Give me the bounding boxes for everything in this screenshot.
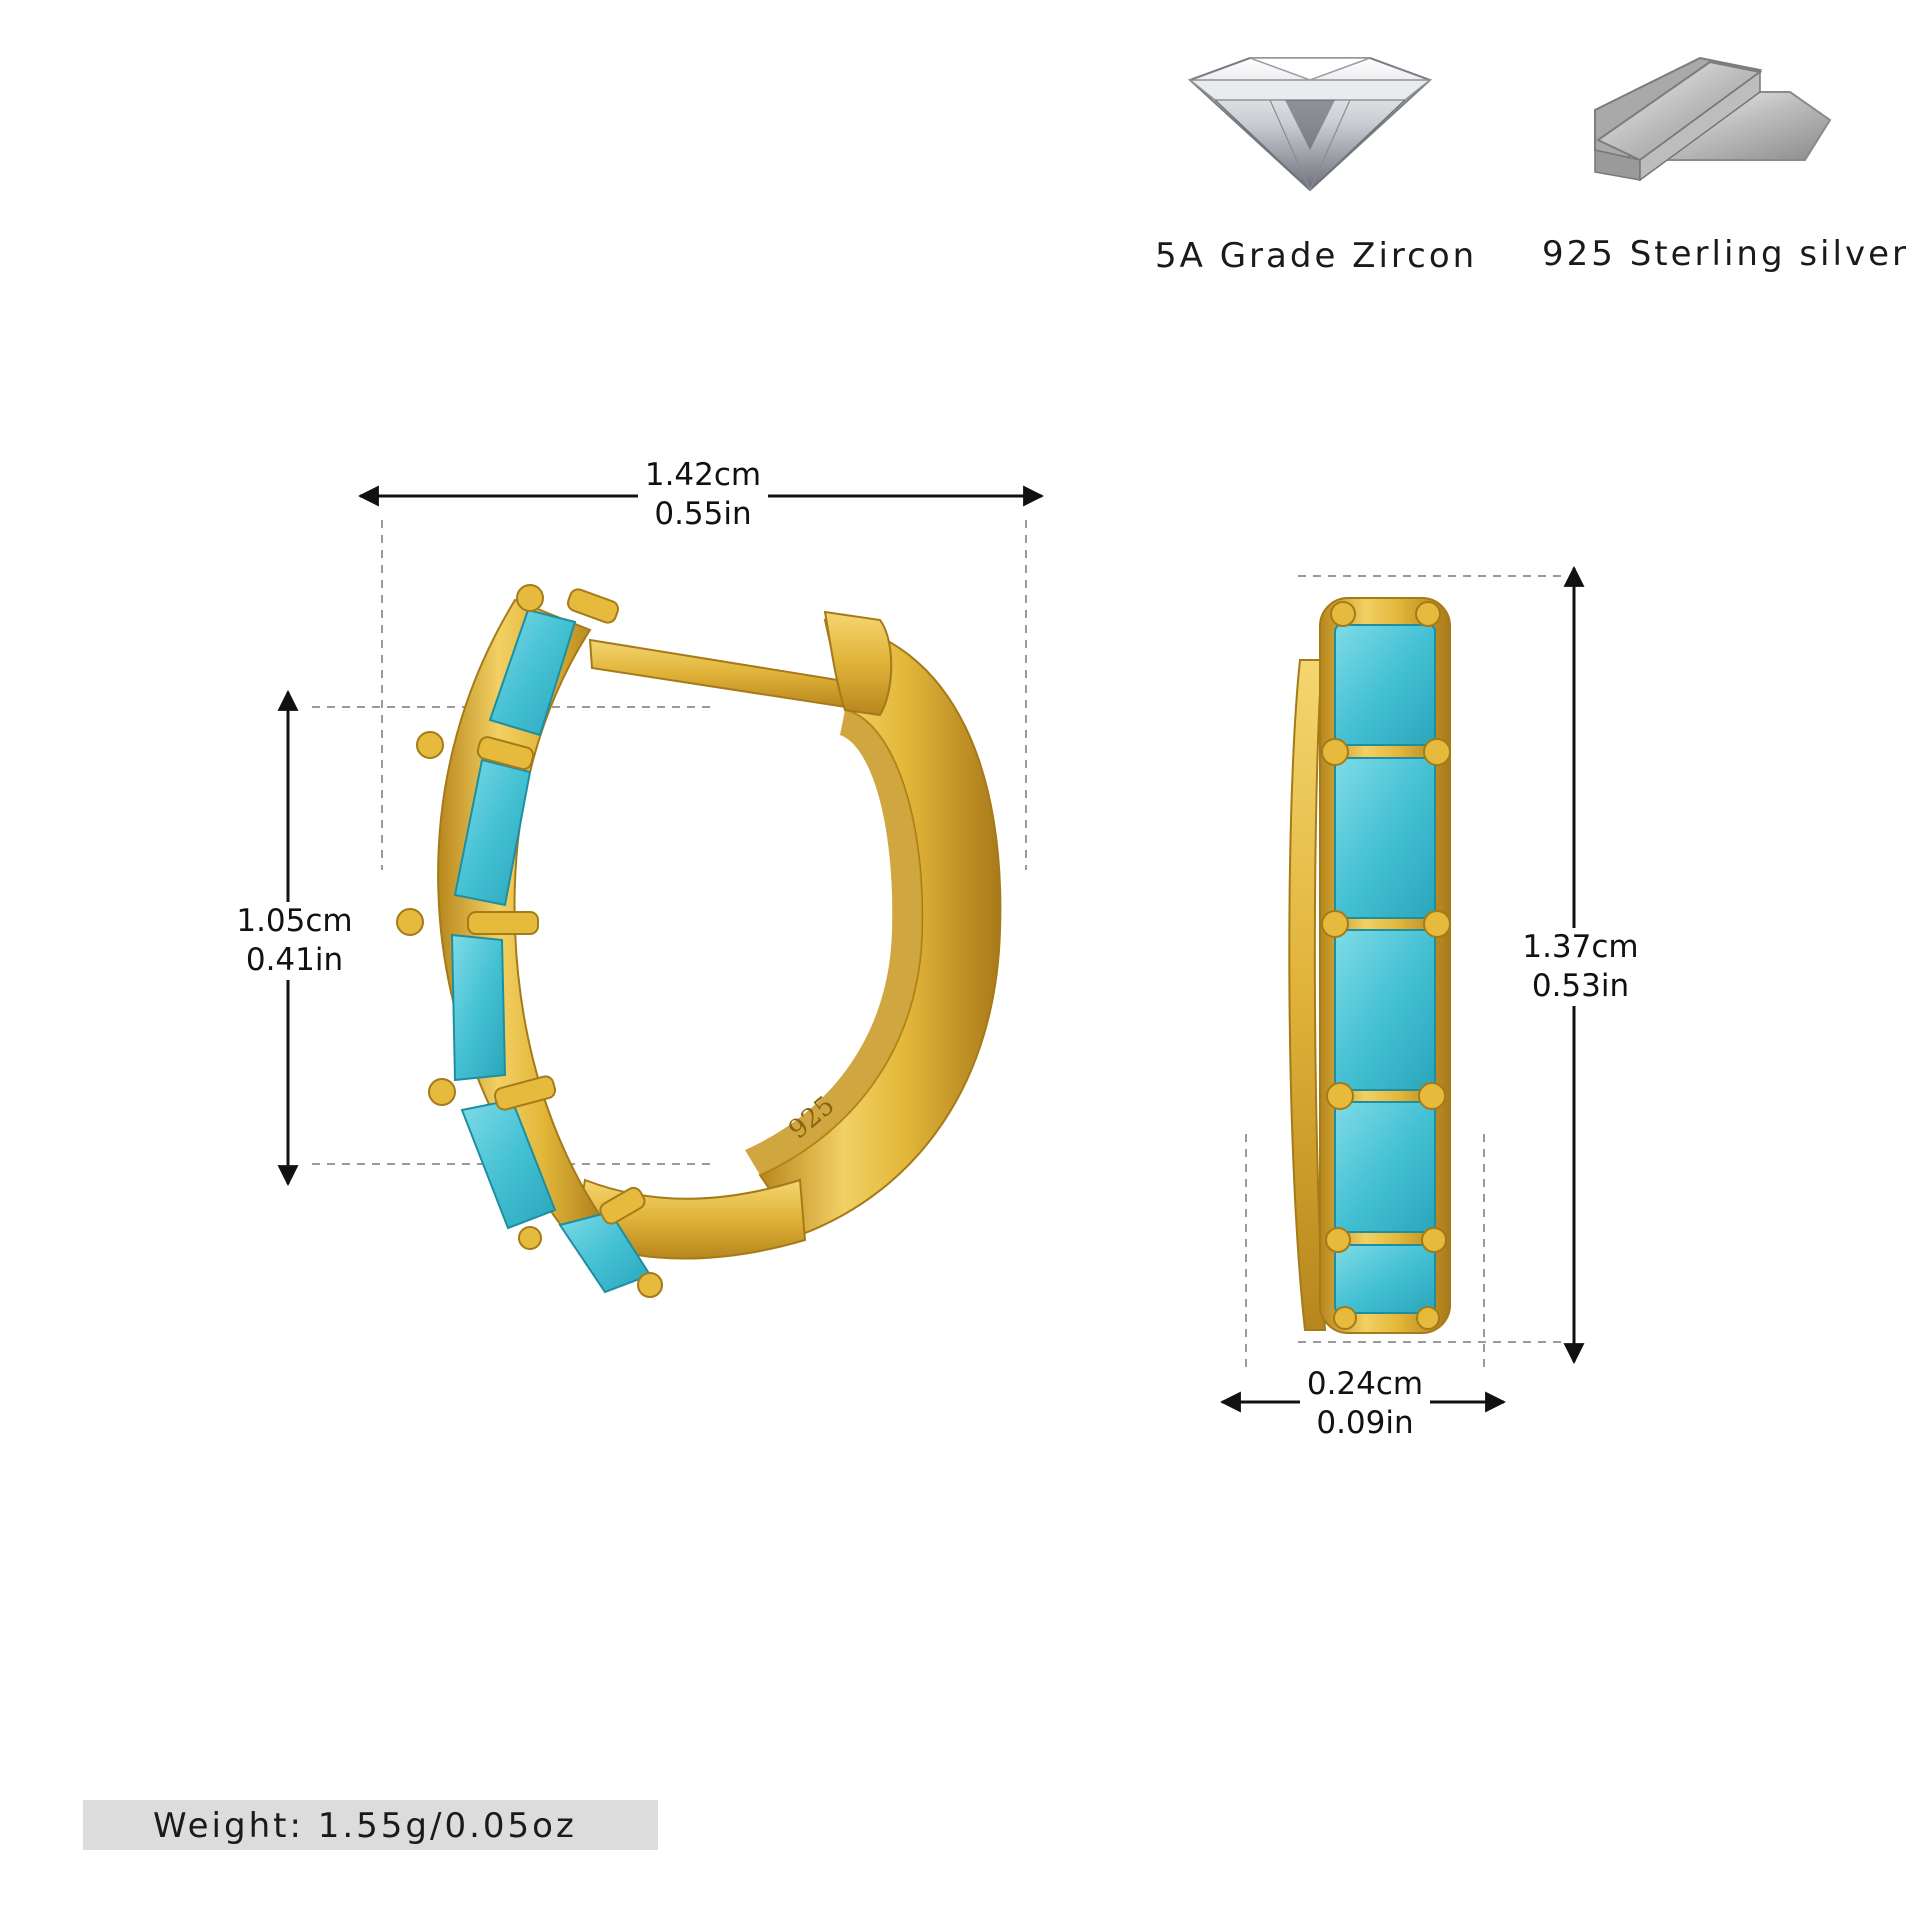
hoop-earring-front-view: 925	[396, 584, 1002, 1298]
side-height-cm: 1.37cm	[1522, 929, 1639, 965]
turquoise-stone	[1334, 624, 1436, 746]
turquoise-stone	[488, 608, 577, 737]
zircon-gem-icon	[1187, 57, 1433, 192]
thickness-in: 0.09in	[1316, 1405, 1414, 1441]
turquoise-stones	[450, 608, 652, 1294]
turquoise-stone	[460, 1098, 557, 1230]
weight-bar: Weight: 1.55g/0.05oz	[83, 1800, 658, 1850]
turquoise-stone	[1334, 1101, 1436, 1233]
turquoise-stone	[1334, 757, 1436, 919]
turquoise-stone	[453, 758, 532, 907]
side-height-in: 0.53in	[1531, 968, 1630, 1004]
width-label: 1.42cm 0.55in	[638, 456, 768, 534]
inner-height-cm: 1.05cm	[236, 903, 353, 939]
weight-label: Weight: 1.55g/0.05oz	[153, 1806, 577, 1846]
thickness-cm: 0.24cm	[1306, 1366, 1424, 1402]
thickness-label: 0.24cm 0.09in	[1300, 1365, 1430, 1443]
width-in: 0.55in	[654, 496, 752, 532]
hoop-earring-side-view	[1288, 597, 1451, 1334]
turquoise-stone	[1334, 1244, 1436, 1314]
zircon-grade-label: 5A Grade Zircon	[1155, 236, 1478, 276]
turquoise-stone	[450, 933, 507, 1082]
sterling-silver-label: 925 Sterling silver	[1542, 234, 1909, 274]
inner-height-label: 1.05cm 0.41in	[232, 902, 357, 980]
turquoise-stone	[1334, 929, 1436, 1091]
width-cm: 1.42cm	[644, 457, 762, 493]
side-height-label: 1.37cm 0.53in	[1518, 928, 1643, 1006]
inner-height-in: 0.41in	[245, 942, 344, 978]
silver-bars-icon	[1594, 56, 1832, 182]
gold-prongs	[396, 584, 663, 1298]
side-turquoise-stones	[1334, 624, 1436, 1314]
side-gold-prongs	[1321, 601, 1451, 1330]
